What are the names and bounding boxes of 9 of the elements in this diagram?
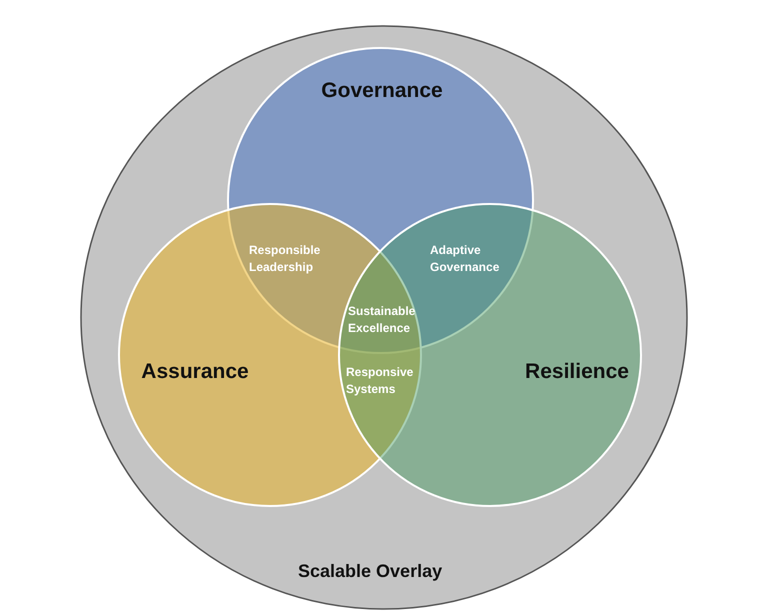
circle-heading: Governance <box>321 79 443 103</box>
overlay-label: Scalable Overlay <box>298 561 442 582</box>
circle-heading: Assurance <box>141 360 249 384</box>
overlap-label: Adaptive Governance <box>430 242 500 276</box>
overlay-circle <box>80 25 688 610</box>
overlap-label: Sustainable Excellence <box>348 303 416 338</box>
overlap-label: Responsive Systems <box>346 364 414 398</box>
circle-heading: Resilience <box>525 360 629 384</box>
overlap-label: Responsible Leadership <box>249 242 322 276</box>
